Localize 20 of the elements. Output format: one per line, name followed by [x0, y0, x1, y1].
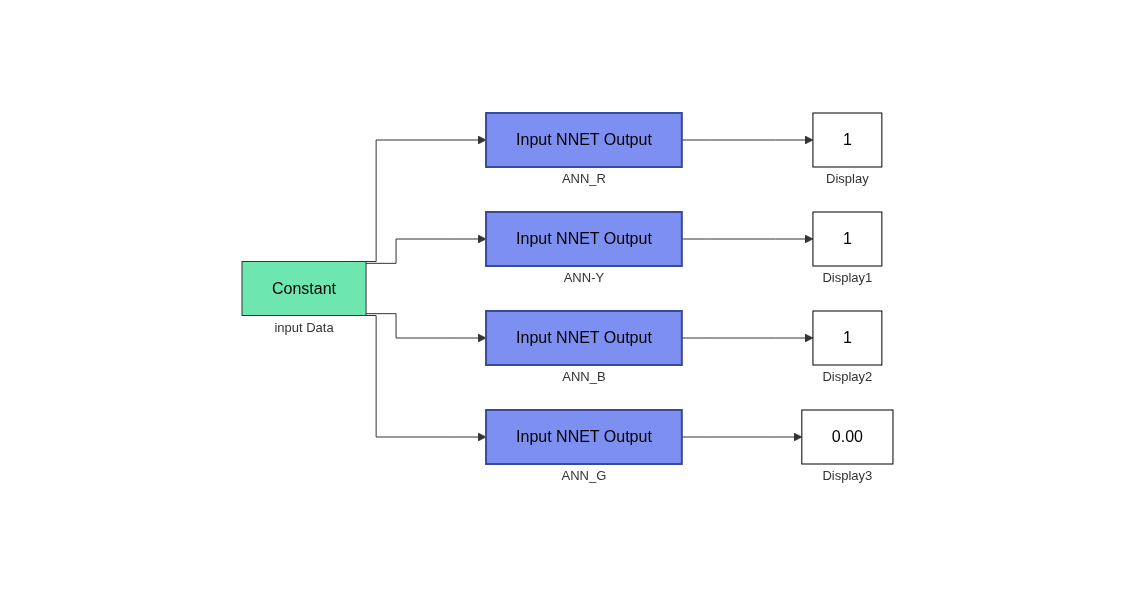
block-name: Display2 — [822, 369, 872, 384]
arrow — [365, 313, 486, 343]
node-box: 1 — [811, 211, 882, 267]
node-box: 0.00 — [800, 409, 893, 465]
node-box: 1 — [811, 310, 882, 366]
block-name: Display3 — [822, 468, 872, 483]
block-name: input Data — [273, 319, 334, 335]
node-box: Input NNET Output — [484, 310, 683, 366]
arrow — [365, 234, 486, 264]
node-box: Input NNET Output — [484, 112, 683, 168]
block-name: Display — [825, 171, 869, 186]
node-box: Input NNET Output — [484, 211, 683, 267]
node-box: 1 — [811, 112, 882, 168]
block-name: ANN_G — [561, 468, 606, 483]
block-name: ANN_R — [561, 171, 606, 186]
node-box: Constant — [241, 261, 367, 316]
node-box: Input NNET Output — [484, 409, 683, 465]
block-name: ANN_B — [561, 369, 606, 384]
block-name: ANN-Y — [563, 270, 604, 285]
block-name: Display1 — [822, 270, 872, 285]
